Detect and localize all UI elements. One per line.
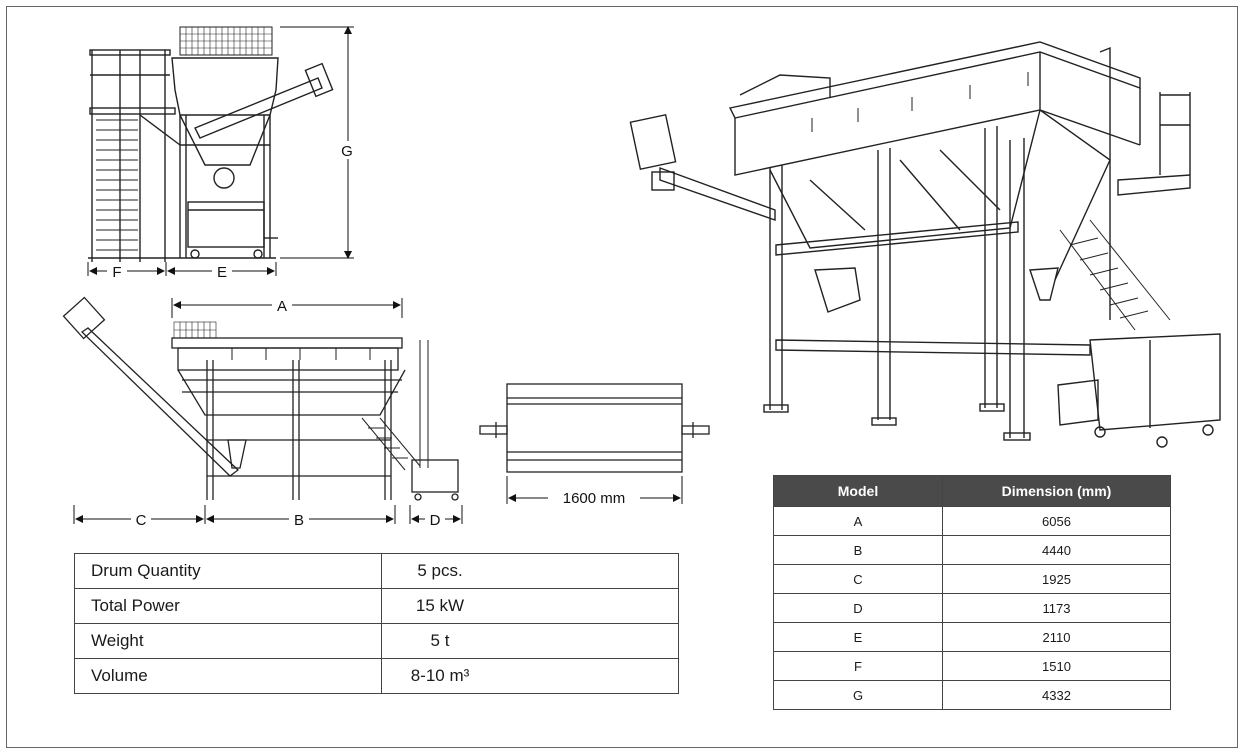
model-cell: C (773, 564, 943, 594)
spec-label: Volume (74, 658, 382, 694)
model-cell: B (773, 535, 943, 565)
spec-value: 15 kW (381, 588, 679, 624)
spec-value: 5 t (381, 623, 679, 659)
dimension-label-e: E (217, 264, 227, 281)
table-row: Drum Quantity 5 pcs. (74, 553, 679, 589)
model-cell: D (773, 593, 943, 623)
dimension-label-g: G (341, 143, 353, 160)
dimension-cell: 1925 (942, 564, 1171, 594)
model-cell: E (773, 622, 943, 652)
specification-table: Drum Quantity 5 pcs. Total Power 15 kW W… (74, 553, 679, 694)
dimension-label-c: C (136, 512, 147, 529)
table-row: Volume 8-10 m³ (74, 658, 679, 694)
model-column-header: Model (773, 475, 943, 507)
dimension-column-header: Dimension (mm) (942, 475, 1171, 507)
dimension-label-width: 1600 mm (563, 490, 626, 507)
model-cell: A (773, 506, 943, 536)
table-row: Weight 5 t (74, 623, 679, 659)
spec-label: Drum Quantity (74, 553, 382, 589)
model-cell: F (773, 651, 943, 681)
isometric-view-drawing (629, 41, 1221, 448)
table-header-row: Model Dimension (mm) (773, 475, 1171, 507)
side-view-drawing (62, 296, 459, 501)
table-row: Total Power 15 kW (74, 588, 679, 624)
spec-value: 8-10 m³ (381, 658, 679, 694)
dimension-cell: 1510 (942, 651, 1171, 681)
dimension-cell: 6056 (942, 506, 1171, 536)
drawing-frame (6, 6, 1238, 748)
dimension-label-d: D (430, 512, 441, 529)
dimension-label-a: A (277, 298, 287, 315)
dimension-label-b: B (294, 512, 304, 529)
spec-label: Total Power (74, 588, 382, 624)
dimension-cell: 2110 (942, 622, 1171, 652)
dimension-cell: 4332 (942, 680, 1171, 710)
front-view-drawing (88, 26, 334, 262)
spec-label: Weight (74, 623, 382, 659)
model-cell: G (773, 680, 943, 710)
dimension-cell: 1173 (942, 593, 1171, 623)
dimension-label-f: F (112, 264, 121, 281)
dimension-cell: 4440 (942, 535, 1171, 565)
top-view-drawing (479, 383, 710, 473)
spec-value: 5 pcs. (381, 553, 679, 589)
